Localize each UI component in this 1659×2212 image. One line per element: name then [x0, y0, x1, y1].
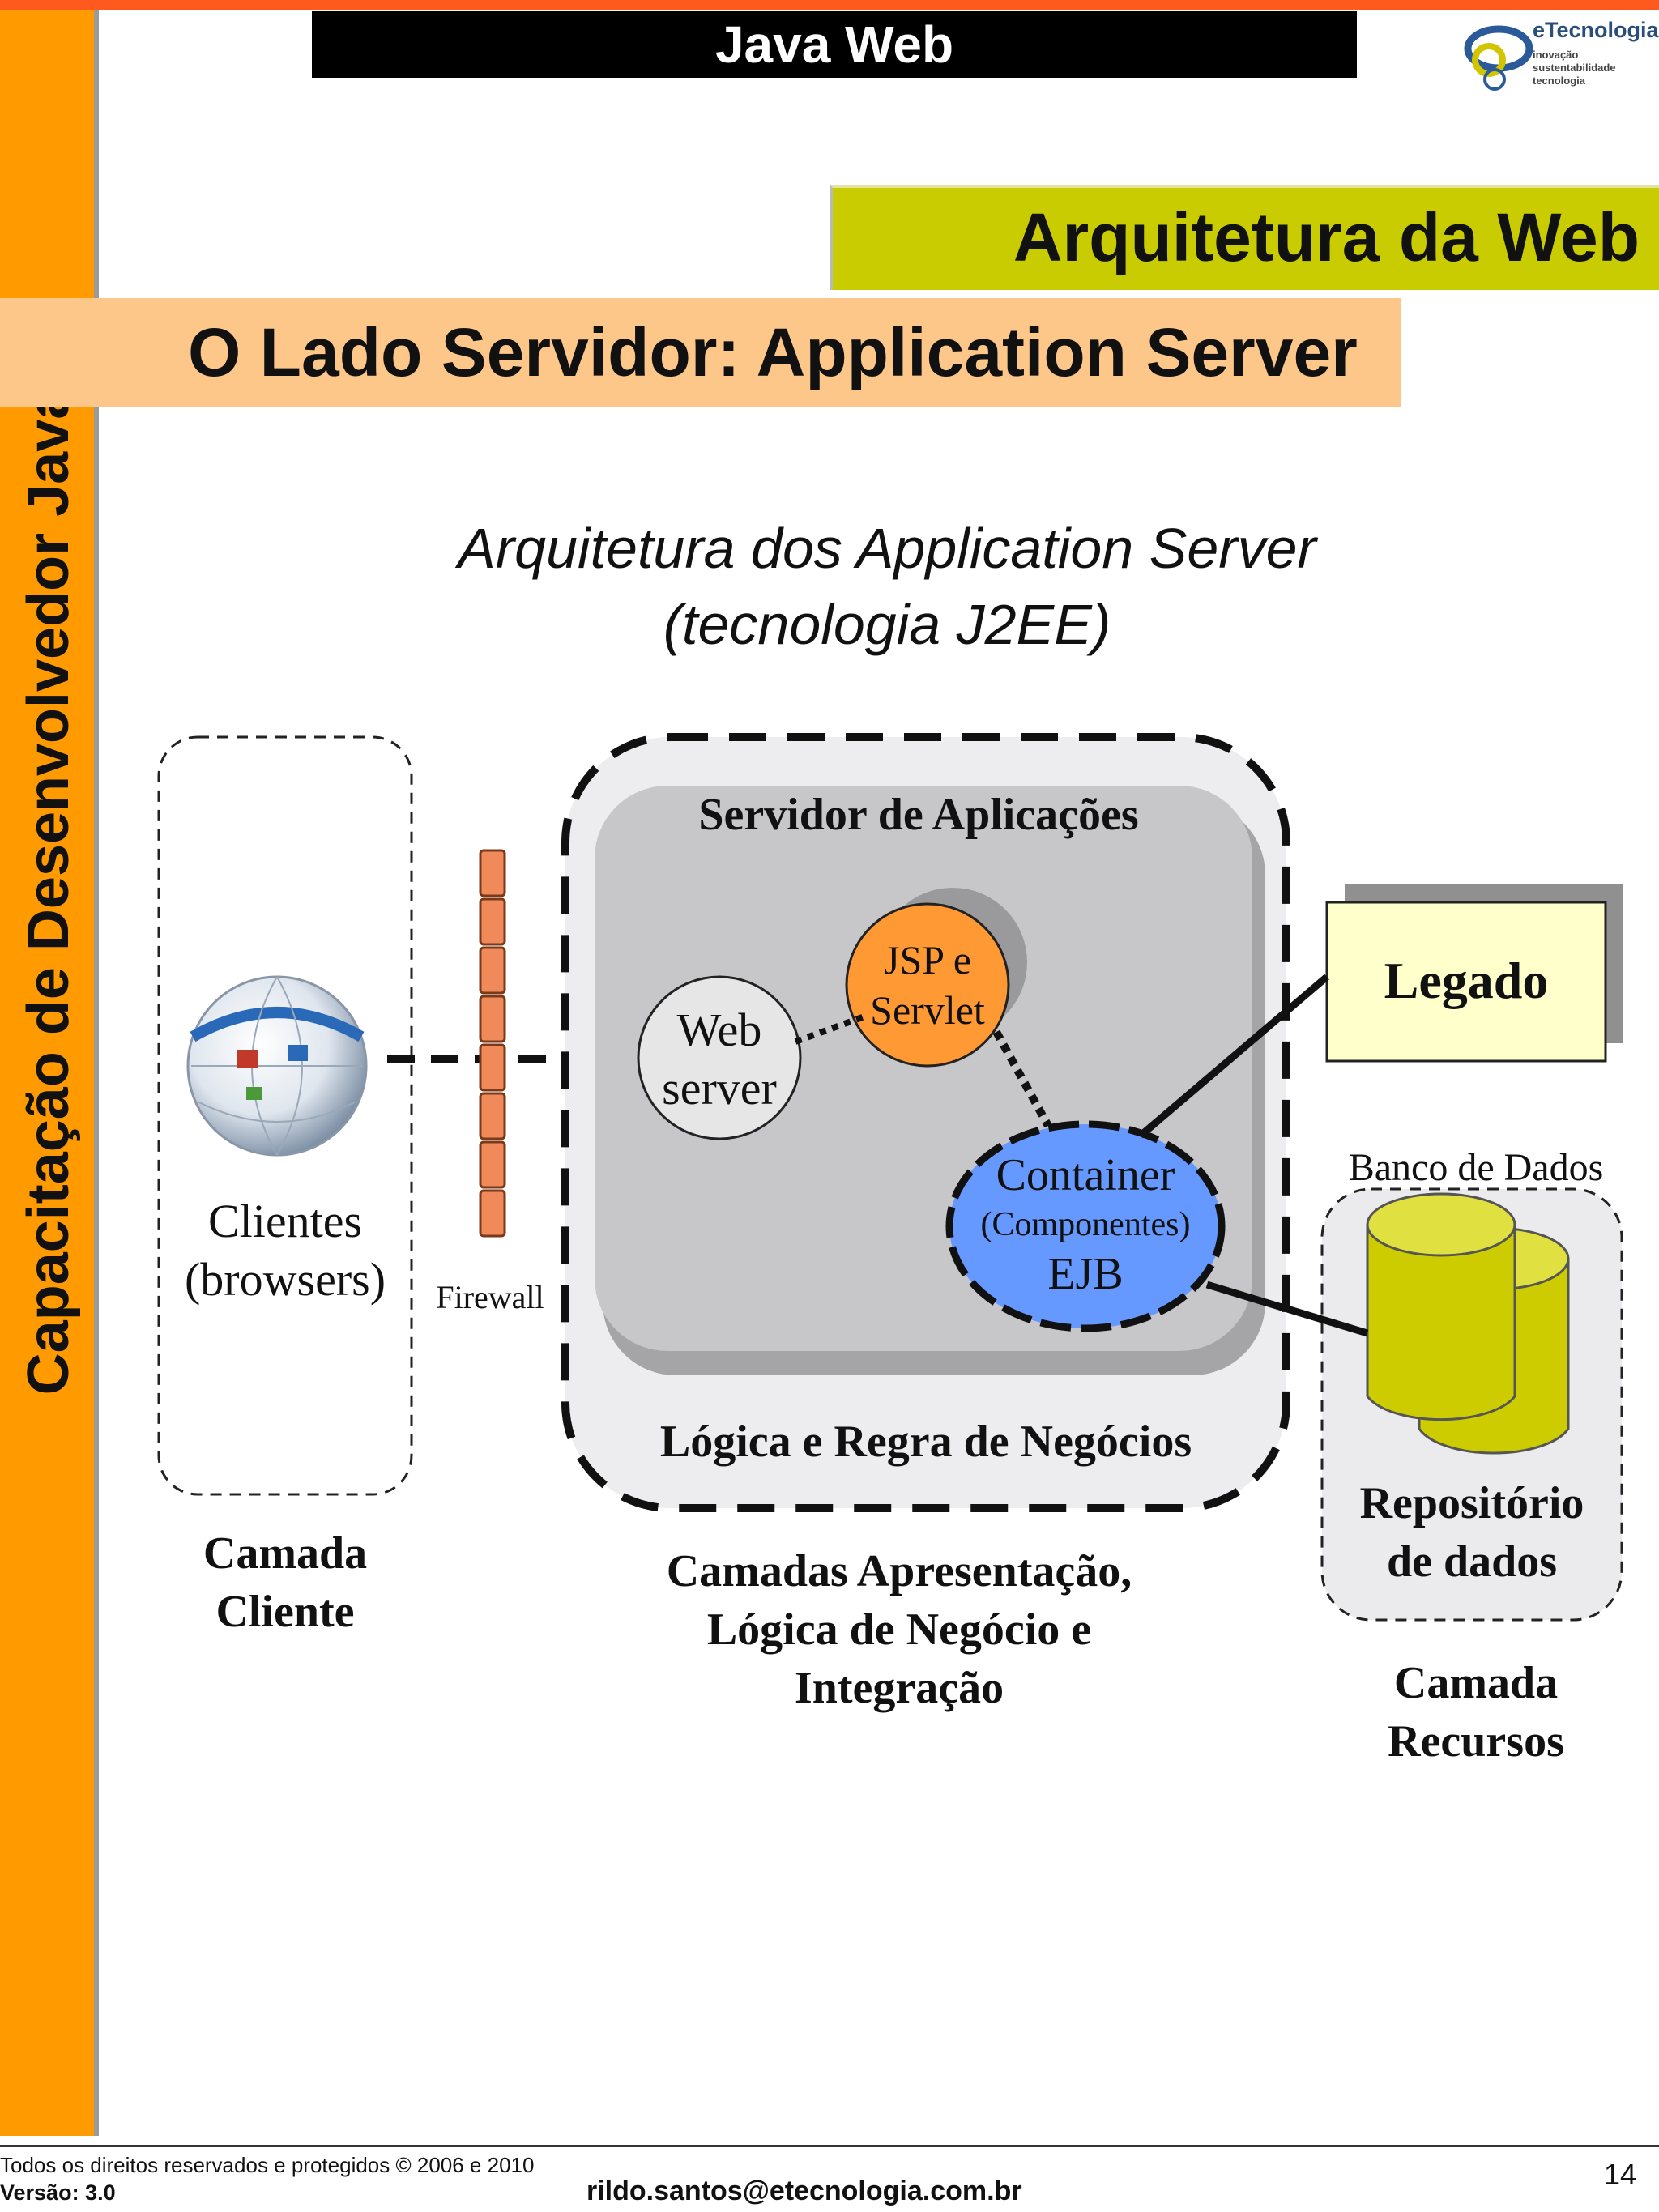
slide-subtitle: O Lado Servidor: Application Server: [188, 313, 1358, 390]
footer-version: Versão: 3.0: [0, 2180, 116, 2205]
footer-email: rildo.santos@etecnologia.com.br: [586, 2176, 1022, 2206]
web-server-node: [637, 975, 802, 1140]
diagram-title: Arquitetura dos Application Server (tecn…: [340, 510, 1434, 663]
tier-resources-label: Camada Recursos: [1322, 1654, 1630, 1771]
clients-label-line-1: Clientes: [207, 1195, 363, 1247]
clients-label-line-2: (browsers): [184, 1253, 386, 1306]
ejb-database-link: [1205, 1281, 1369, 1337]
database-label: Banco de Dados: [1348, 1146, 1604, 1189]
jsp-servlet-label-line-1: JSP e: [884, 937, 971, 982]
ejb-container-label-line-3: EJB: [1047, 1249, 1124, 1299]
diagram-title-line-2: (tecnologia J2EE): [663, 593, 1111, 656]
business-logic-label: Lógica e Regra de Negócios: [659, 1417, 1192, 1467]
ejb-container-label: Container (Componentes) EJB: [949, 1149, 1222, 1301]
diagram-title-line-1: Arquitetura dos Application Server: [458, 517, 1316, 580]
slide-title: Arquitetura da Web: [1013, 198, 1640, 275]
clients-label: Clientes (browsers): [159, 1192, 412, 1309]
firewall-label: Firewall: [436, 1279, 544, 1315]
footer-copyright: Todos os direitos reservados e protegido…: [0, 2153, 535, 2177]
jsp-ejb-link: [992, 1029, 1052, 1128]
jsp-servlet-node: [845, 902, 1010, 1068]
tier-middle-label-line-2: Lógica de Negócio e: [706, 1605, 1092, 1655]
firewall-icon: [479, 849, 506, 1238]
footer-divider: [0, 2145, 1659, 2147]
tier-middle-label-line-3: Integração: [794, 1663, 1004, 1713]
subtitle-band: [0, 298, 1401, 407]
jsp-servlet-label-line-2: Servlet: [870, 987, 985, 1033]
top-accent-bar: [0, 0, 1659, 10]
title-band: [830, 185, 1659, 290]
ejb-container-label-line-2: (Componentes): [980, 1206, 1191, 1243]
tier-resources-label-line-1: Camada: [1393, 1658, 1559, 1708]
repository-label: Repositório de dados: [1322, 1474, 1622, 1591]
etecnologia-logo-icon: [1464, 25, 1533, 91]
ejb-container-label-line-1: Container: [996, 1150, 1175, 1200]
page-number: 14: [1603, 2158, 1636, 2191]
ejb-container-node: [945, 1120, 1226, 1332]
legacy-label: Legado: [1384, 952, 1549, 1009]
tier-resources-label-line-2: Recursos: [1388, 1716, 1564, 1767]
web-server-label-line-2: server: [662, 1062, 777, 1115]
app-server-label: Servidor de Aplicações: [698, 790, 1139, 840]
tier-client-label: Camada Cliente: [159, 1524, 412, 1641]
header-title: Java Web: [312, 11, 1357, 78]
database-icon: [1366, 1192, 1570, 1455]
web-server-label: Web server: [638, 1001, 800, 1118]
tier-middle-label: Camadas Apresentação, Lógica de Negócio …: [535, 1542, 1264, 1717]
tier-client-label-line-1: Camada: [203, 1528, 368, 1579]
logo-name: eTecnologia: [1533, 18, 1659, 42]
logo-tag-3: tecnologia: [1533, 75, 1586, 87]
ejb-legacy-link: [1138, 974, 1329, 1139]
tier-middle-label-line-1: Camadas Apresentação,: [666, 1546, 1132, 1596]
repository-label-line-2: de dados: [1386, 1536, 1558, 1587]
logo-tag-2: sustentabilidade: [1533, 62, 1616, 74]
tier-client-label-line-2: Cliente: [215, 1587, 355, 1637]
legacy-box: [1325, 901, 1607, 1063]
jsp-servlet-label: JSP e Servlet: [847, 935, 1009, 1035]
logo-tag-1: inovação: [1533, 49, 1579, 61]
client-tier-box: [157, 735, 413, 1496]
web-server-label-line-1: Web: [676, 1004, 762, 1056]
browser-globe-icon: [186, 975, 368, 1157]
repository-label-line-1: Repositório: [1359, 1478, 1584, 1528]
